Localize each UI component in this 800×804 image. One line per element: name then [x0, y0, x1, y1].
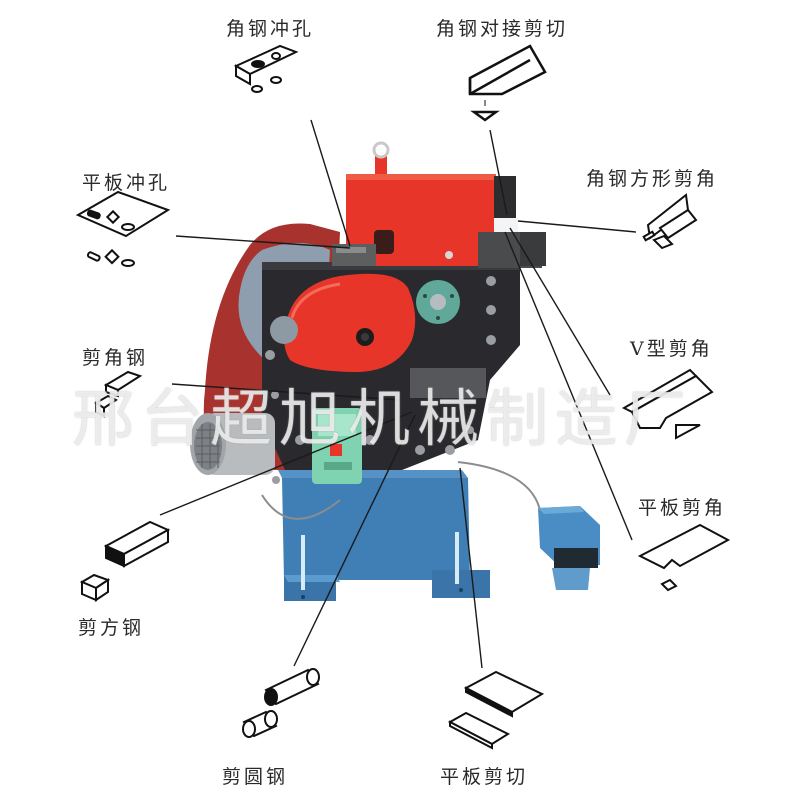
label-round-bar-shear: 剪圆钢 — [222, 766, 289, 788]
foot-pedal — [538, 506, 600, 590]
label-angle-square-notch: 角钢方形剪角 — [586, 168, 719, 190]
control-box — [312, 408, 362, 484]
plate-notch-icon — [637, 523, 731, 592]
label-angle-butt-shear: 角钢对接剪切 — [436, 18, 569, 40]
pedal-cable — [457, 461, 541, 511]
shear-blocks — [478, 176, 546, 268]
motor — [190, 413, 275, 475]
watermark: 邢台超旭机械制造厂 — [72, 382, 694, 455]
label-square-bar-shear: 剪方钢 — [78, 617, 145, 639]
base-stand — [278, 470, 490, 601]
angle-shear-icon — [94, 370, 143, 418]
cam-cover — [270, 273, 416, 372]
leader-lines — [159, 119, 637, 669]
machine — [190, 141, 600, 601]
watermark-shadow: 邢台超旭机械制造厂 — [72, 382, 694, 455]
plate-punch-icon — [75, 190, 171, 267]
gear-hub — [416, 280, 460, 324]
label-v-notch: V型剪角 — [630, 338, 713, 360]
round-bar-icon — [242, 668, 320, 738]
angle-punch-icon — [233, 44, 299, 93]
label-plate-shear: 平板剪切 — [440, 766, 529, 788]
plate-shear-icon — [447, 670, 545, 750]
square-bar-icon — [79, 520, 171, 602]
angle-butt-shear-icon — [468, 44, 547, 122]
label-angle-punch: 角钢冲孔 — [226, 18, 315, 40]
label-plate-notch: 平板剪角 — [638, 497, 727, 519]
v-notch-icon — [621, 368, 714, 440]
upper-housing — [332, 141, 496, 266]
angle-square-notch-icon — [642, 193, 698, 250]
label-angle-shear: 剪角钢 — [82, 347, 149, 369]
label-plate-punch: 平板冲孔 — [82, 172, 171, 194]
